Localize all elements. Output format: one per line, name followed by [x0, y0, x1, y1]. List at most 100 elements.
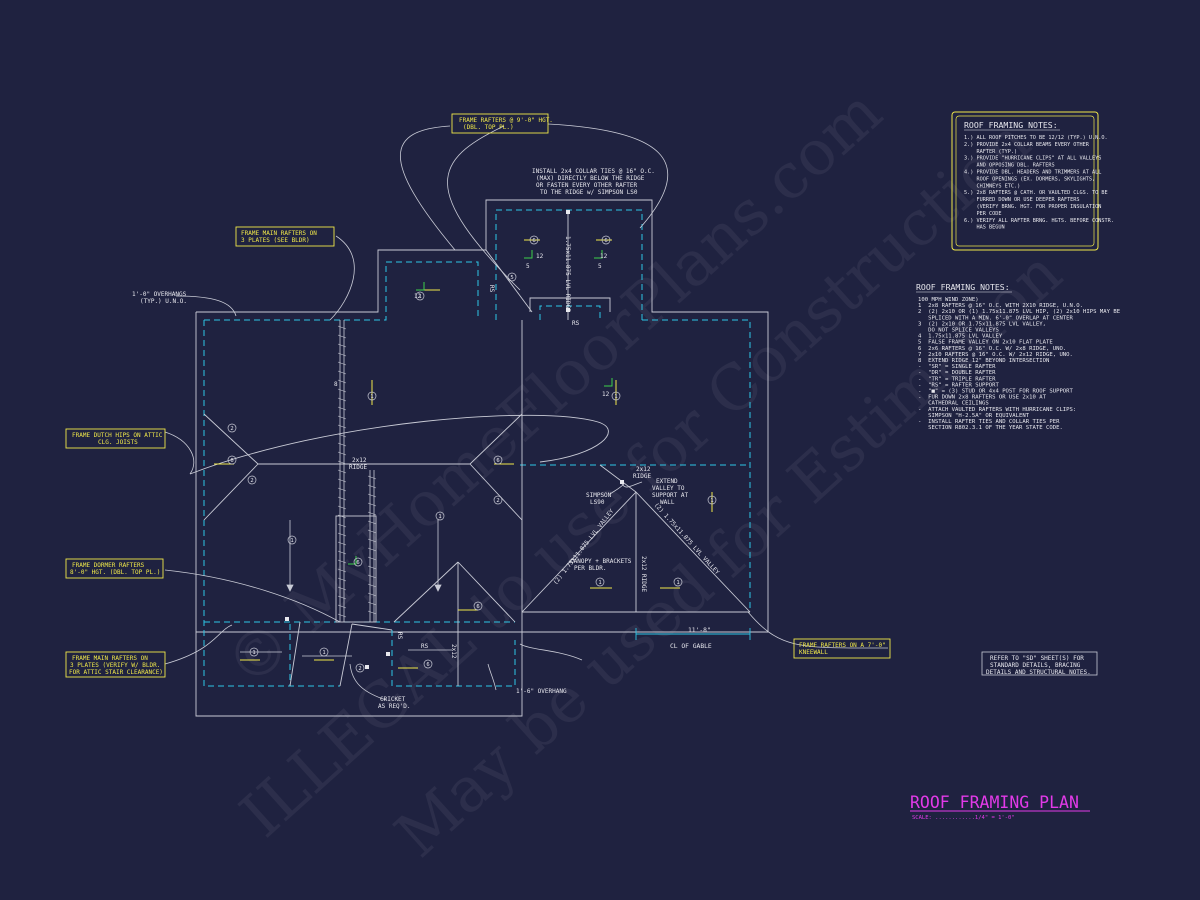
legend-line: 100 MPH WIND ZONE) — [918, 297, 979, 303]
legend-marker: 6 — [353, 557, 363, 567]
strap-tick — [337, 442, 347, 447]
collar-ties-note: TO THE RIDGE w/ SIMPSON LS0 — [540, 189, 638, 196]
svg-text:1: 1 — [418, 294, 421, 300]
strap-tick — [367, 574, 377, 579]
legend-line: 7 2x10 RAFTERS @ 16" O.C. W/ 2x12 RIDGE,… — [918, 352, 1073, 358]
legend-marker: 2 — [247, 475, 257, 485]
strap-tick — [337, 460, 347, 465]
pitch-12-label: 12 — [600, 253, 608, 260]
ridge-vert-label: 2x12 RIDGE — [640, 556, 647, 593]
strap-tick — [367, 475, 377, 480]
rs-label: RS — [421, 643, 429, 650]
strap-tick — [337, 415, 347, 420]
building-outline — [195, 199, 769, 717]
rs-label: RS — [572, 320, 580, 327]
strap-tick — [337, 568, 347, 573]
strap-tick — [367, 538, 377, 543]
strap-tick — [367, 565, 377, 570]
pitch-arrows — [214, 239, 713, 669]
legend-marker: 1 — [287, 535, 297, 545]
legend-marker: 1 — [435, 511, 445, 521]
strap-tick — [337, 496, 347, 501]
strap-tick — [337, 379, 347, 384]
notes-box-line: PER CODE — [964, 211, 1001, 217]
legend-line: 3 (2) 2x10 OR 1.75x11.875 LVL VALLEY, — [918, 321, 1046, 327]
legend-lines: 100 MPH WIND ZONE)1 2x8 RAFTERS @ 16" O.… — [918, 297, 1121, 431]
strap-tick — [337, 559, 347, 564]
pitch-12-label: 12 — [536, 253, 544, 260]
callout-frame-kneewall: FRAME RAFTERS ON A 7'-0" KNEEWALL — [793, 638, 891, 659]
simpson-note: LS90 — [590, 499, 605, 506]
strap-tick — [337, 424, 347, 429]
extend-valley-note: EXTEND — [656, 478, 678, 485]
callout-text: FOR ATTIC STAIR CLEARANCE) — [69, 669, 163, 676]
ridge-small-label: 2x12 — [450, 644, 457, 659]
legend-line: CATHEDRAL CEILINGS — [918, 401, 989, 407]
ridge-top-label: 1.75x11.875 LVL RIDGE — [564, 236, 571, 312]
strap-tick — [337, 334, 347, 339]
legend-line: - FUR DOWN 2x8 RAFTERS OR USE 2x10 AT — [918, 395, 1047, 401]
post — [285, 617, 289, 621]
strap-tick — [367, 583, 377, 588]
legend-marker: 1 — [611, 391, 621, 401]
post — [566, 308, 570, 312]
legend-marker: 6 — [529, 235, 539, 245]
notes-box-line: 5.) 2x8 RAFTERS @ CATH. OR VAULTED CLGS.… — [964, 190, 1108, 196]
svg-text:6: 6 — [532, 238, 535, 244]
legend-line: 6 2x6 RAFTERS @ 16" O.C. W/ 2x8 RIDGE, U… — [918, 346, 1066, 352]
post — [620, 480, 624, 484]
legend-marker: 1 — [673, 577, 683, 587]
strap-tick — [367, 529, 377, 534]
notes-box-line: HAS BEGUN — [964, 225, 1005, 231]
legend-line: - "SR" = SINGLE RAFTER — [918, 364, 996, 370]
strap-tick — [337, 406, 347, 411]
strap-tick — [367, 493, 377, 498]
double-rafters — [339, 320, 375, 622]
strap-tick — [337, 541, 347, 546]
rafter-arrows — [240, 520, 452, 657]
callout-text: FRAME DUTCH HIPS ON ATTIC — [72, 432, 163, 439]
pitch-12-label: 12 — [602, 391, 610, 398]
overhangs-note: (TYP.) U.N.O. — [140, 298, 187, 305]
callout-text: 3 PLATES (VERIFY W/ BLDR. — [70, 662, 160, 669]
strap-tick — [337, 325, 347, 330]
callout-frame-dutch-hips: FRAME DUTCH HIPS ON ATTIC CLG. JOISTS — [65, 428, 166, 449]
notes-box-line: 4.) PROVIDE DBL. HEADERS AND TRIMMERS AT… — [964, 170, 1101, 176]
callout-text: KNEEWALL — [799, 649, 828, 656]
strap-tick — [337, 433, 347, 438]
strap-tick — [337, 343, 347, 348]
canopy-note: CANOPY + BRACKETS — [570, 558, 632, 565]
strap-tick — [337, 388, 347, 393]
strap-tick — [367, 601, 377, 606]
svg-text:1: 1 — [322, 650, 325, 656]
refer-box: REFER TO "SD" SHEET(S) FOR STANDARD DETA… — [981, 651, 1098, 676]
strap-tick — [337, 523, 347, 528]
svg-text:1: 1 — [252, 650, 255, 656]
drawing-title: ROOF FRAMING PLAN — [910, 793, 1079, 812]
callout-text: FRAME MAIN RAFTERS ON — [241, 230, 317, 237]
strap-tick — [337, 397, 347, 402]
notes-box-line: 3.) PROVIDE "HURRICANE CLIPS" AT ALL VAL… — [964, 156, 1101, 162]
ridge-label: RIDGE — [633, 473, 651, 480]
drawing-scale: SCALE: ............1/4" = 1'-0" — [912, 815, 1015, 821]
strap-tick — [367, 610, 377, 615]
leader-lines — [164, 123, 889, 701]
legend-marker: 6 — [493, 455, 503, 465]
pitch-5-label: 5 — [598, 263, 602, 270]
callout-text: 3 PLATES (SEE BLDR) — [241, 237, 310, 244]
pitch-5-label: 5 — [526, 263, 530, 270]
legend-marker: 2 — [227, 423, 237, 433]
svg-text:1: 1 — [598, 580, 601, 586]
extend-valley-note: WALL — [660, 499, 675, 506]
callout-frame-main-verify: FRAME MAIN RAFTERS ON 3 PLATES (VERIFY W… — [65, 651, 166, 678]
pitch-8-label: 8 — [334, 381, 338, 388]
strap-tick — [337, 370, 347, 375]
svg-text:6: 6 — [426, 662, 429, 668]
svg-text:6: 6 — [604, 238, 607, 244]
notes-box-title: ROOF FRAMING NOTES: — [964, 120, 1058, 130]
post — [386, 652, 390, 656]
extend-valley-note: VALLEY TO — [652, 485, 685, 492]
legend-line: DO NOT SPLICE VALLEYS — [918, 328, 999, 334]
legend-marker: 6 — [473, 601, 483, 611]
ridge-label: RIDGE — [349, 464, 367, 471]
